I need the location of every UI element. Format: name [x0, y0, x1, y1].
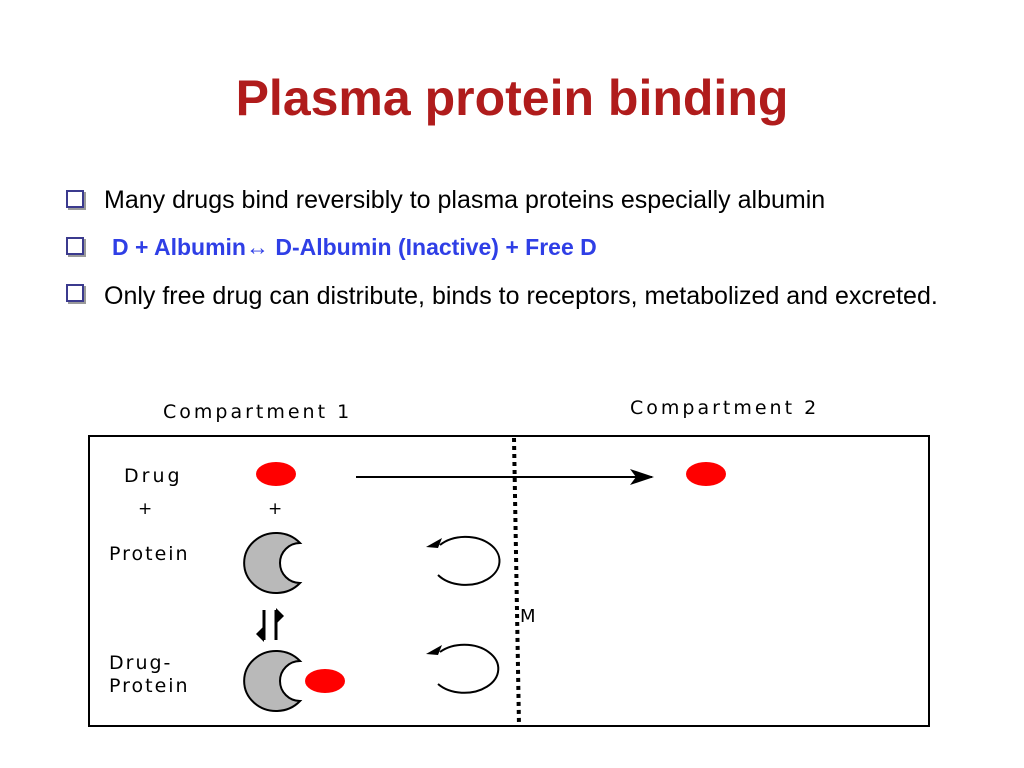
- plus-sign-right: +: [268, 499, 282, 519]
- bullet-item-2: D + Albumin↔ D-Albumin (Inactive) + Free…: [64, 231, 1024, 263]
- free-drug-dot-right: [686, 462, 726, 486]
- bullet-item-1: Many drugs bind reversibly to plasma pro…: [64, 184, 1024, 216]
- drug-label: Drug: [124, 465, 183, 487]
- drug-protein-label-line1: Drug-: [109, 652, 172, 674]
- bound-drug-dot: [305, 669, 345, 693]
- circular-arrow-head-lower: [426, 645, 442, 655]
- membrane-line: [512, 437, 521, 727]
- circular-arrow-icon-lower: [437, 643, 500, 694]
- circular-arrow-head-upper: [426, 538, 442, 548]
- drug-protein-label-line2: Protein: [109, 675, 190, 697]
- page-title: Plasma protein binding: [235, 70, 789, 126]
- bullet-text-1: Many drugs bind reversibly to plasma pro…: [104, 186, 826, 214]
- equilibrium-arrows-icon: [256, 608, 284, 642]
- compartment-1-label: Compartment 1: [163, 401, 352, 423]
- drug-protein-complex-shape: [243, 650, 303, 712]
- compartment-2-label: Compartment 2: [630, 397, 819, 419]
- bullet-text-2: D + Albumin↔ D-Albumin (Inactive) + Free…: [112, 234, 597, 260]
- checkbox-bullet-icon: [66, 190, 84, 208]
- checkbox-bullet-icon: [66, 237, 84, 255]
- membrane-label: M: [520, 606, 536, 627]
- free-drug-dot-left: [256, 462, 296, 486]
- compartment-box: [88, 435, 930, 727]
- bullet-item-3: Only free drug can distribute, binds to …: [64, 278, 1024, 315]
- compartment-diagram: Compartment 1 Compartment 2 M Drug + + P…: [88, 397, 930, 727]
- protein-label: Protein: [109, 543, 190, 565]
- bullet-list: Many drugs bind reversibly to plasma pro…: [64, 184, 1024, 330]
- checkbox-bullet-icon: [66, 284, 84, 302]
- protein-pacman-shape: [243, 532, 303, 594]
- bullet-text-3: Only free drug can distribute, binds to …: [104, 282, 938, 310]
- plus-sign-left: +: [138, 499, 152, 519]
- circular-arrow-icon-upper: [437, 535, 501, 586]
